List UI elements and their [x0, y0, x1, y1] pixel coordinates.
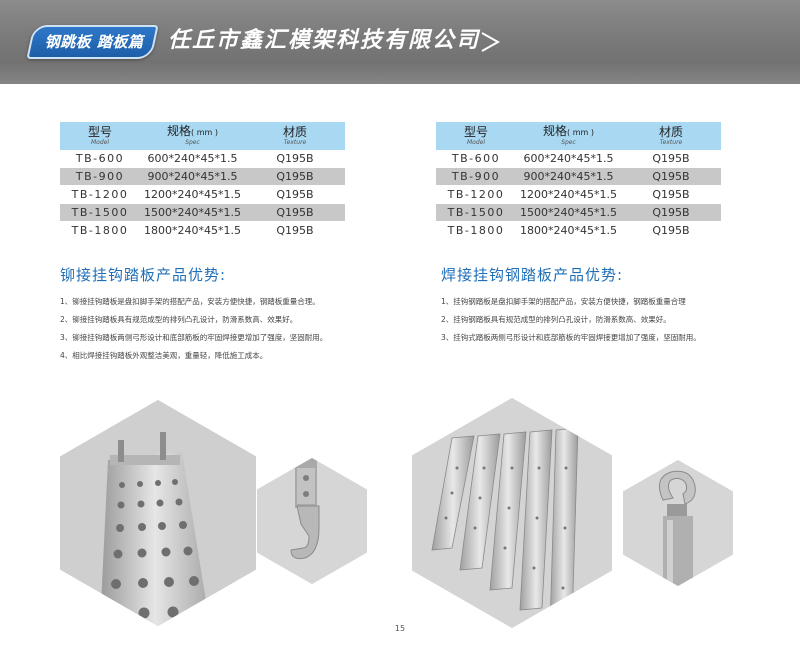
list-item: 2、挂钩钢踏板具有规范成型的排列凸孔设计，防滑系数高、效果好。: [441, 315, 671, 324]
welded-hook-drawing: [623, 460, 733, 586]
company-name: 任丘市鑫汇模架科技有限公司: [168, 28, 481, 53]
column-header-spec: 规格( mm ) Spec: [140, 122, 245, 150]
cell-model: TB-1800: [60, 221, 140, 240]
table-row: TB-600 600*240*45*1.5 Q195B: [436, 150, 721, 168]
table-header-row: 型号 Model 规格( mm ) Spec 材质 Texture: [436, 122, 721, 150]
list-item: 2、铆接挂钩踏板具有规范成型的排列凸孔设计，防滑系数高、效果好。: [60, 315, 298, 324]
header-model-en: Model: [90, 138, 109, 146]
column-header-texture: 材质 Texture: [245, 122, 345, 150]
cell-model: TB-1500: [436, 203, 516, 222]
table-row: TB-1200 1200*240*45*1.5 Q195B: [60, 185, 345, 204]
welded-hook-image: [623, 460, 733, 586]
riveted-plank-image: [60, 400, 256, 626]
chevron-right-icon: [481, 32, 501, 52]
list-item: 1、挂钩钢踏板是盘扣脚手架的搭配产品，安装方便快捷，钢踏板重量合理: [441, 297, 686, 306]
cell-texture: Q195B: [621, 150, 721, 168]
cell-texture: Q195B: [245, 185, 345, 204]
cell-texture: Q195B: [245, 150, 345, 168]
riveted-plank-drawing: [60, 400, 256, 626]
spec-table-riveted: 型号 Model 规格( mm ) Spec 材质 Texture TB-600…: [60, 122, 345, 240]
cell-spec: 1200*240*45*1.5: [140, 185, 245, 204]
cell-texture: Q195B: [245, 203, 345, 222]
table-row: TB-600 600*240*45*1.5 Q195B: [60, 150, 345, 168]
header-spec-cn: 规格: [543, 124, 568, 138]
table-row: TB-1200 1200*240*45*1.5 Q195B: [436, 185, 721, 204]
header-spec-cn-wrap: 规格( mm ): [516, 125, 621, 139]
cell-spec: 1800*240*45*1.5: [516, 221, 621, 240]
left-advantages-list: 1、铆接挂钩踏板是盘扣脚手架的搭配产品，安装方便快捷，钢踏板重量合理。 2、铆接…: [60, 295, 327, 367]
column-header-spec: 规格( mm ) Spec: [516, 122, 621, 150]
welded-planks-drawing: [412, 398, 612, 628]
list-item: 1、铆接挂钩踏板是盘扣脚手架的搭配产品，安装方便快捷，钢踏板重量合理。: [60, 297, 320, 306]
cell-texture: Q195B: [245, 221, 345, 240]
cell-spec: 600*240*45*1.5: [140, 150, 245, 168]
cell-texture: Q195B: [245, 167, 345, 186]
riveted-hook-image: [257, 458, 367, 584]
cell-model: TB-900: [436, 167, 516, 186]
table-row: TB-900 900*240*45*1.5 Q195B: [60, 167, 345, 186]
header-spec-cn-wrap: 规格( mm ): [140, 125, 245, 139]
right-advantages-title: 焊接挂钩钢踏板产品优势:: [441, 266, 624, 284]
column-header-model: 型号 Model: [436, 122, 516, 150]
cell-model: TB-1200: [436, 185, 516, 204]
cell-model: TB-900: [60, 167, 140, 186]
list-item: 3、铆接挂钩踏板两侧弓形设计和底部筋板的牢固焊接更增加了强度，坚固耐用。: [60, 333, 328, 342]
header-texture-en: Texture: [283, 138, 307, 146]
table-row: TB-1500 1500*240*45*1.5 Q195B: [60, 203, 345, 222]
cell-spec: 1500*240*45*1.5: [140, 203, 245, 222]
header-spec-unit: ( mm ): [191, 128, 218, 137]
cell-model: TB-1200: [60, 185, 140, 204]
column-header-texture: 材质 Texture: [621, 122, 721, 150]
cell-texture: Q195B: [621, 185, 721, 204]
header-texture-en: Texture: [659, 138, 683, 146]
table-row: TB-1800 1800*240*45*1.5 Q195B: [436, 221, 721, 240]
header-spec-unit: ( mm ): [567, 128, 594, 137]
cell-spec: 900*240*45*1.5: [516, 167, 621, 186]
cell-spec: 600*240*45*1.5: [516, 150, 621, 168]
cell-spec: 900*240*45*1.5: [140, 167, 245, 186]
category-tag: 钢跳板 踏板篇: [44, 33, 144, 51]
riveted-hook-drawing: [257, 458, 367, 584]
column-header-model: 型号 Model: [60, 122, 140, 150]
spec-table-welded: 型号 Model 规格( mm ) Spec 材质 Texture TB-600…: [436, 122, 721, 240]
cell-model: TB-600: [60, 150, 140, 168]
header-shine: [0, 62, 800, 84]
welded-planks-image: [412, 398, 612, 628]
left-advantages-title: 铆接挂钩踏板产品优势:: [60, 266, 227, 284]
cell-texture: Q195B: [621, 203, 721, 222]
cell-spec: 1800*240*45*1.5: [140, 221, 245, 240]
header-spec-en: Spec: [561, 139, 576, 146]
list-item: 4、相比焊接挂钩踏板外观整洁美观，重量轻，降低施工成本。: [60, 351, 268, 360]
table-row: TB-1500 1500*240*45*1.5 Q195B: [436, 203, 721, 222]
cell-texture: Q195B: [621, 167, 721, 186]
cell-model: TB-1800: [436, 221, 516, 240]
cell-model: TB-600: [436, 150, 516, 168]
header-texture-cn: 材质: [282, 124, 307, 139]
cell-texture: Q195B: [621, 221, 721, 240]
header-model-en: Model: [466, 138, 485, 146]
table-row: TB-900 900*240*45*1.5 Q195B: [436, 167, 721, 186]
table-row: TB-1800 1800*240*45*1.5 Q195B: [60, 221, 345, 240]
page-number: 15: [394, 624, 406, 633]
cell-spec: 1500*240*45*1.5: [516, 203, 621, 222]
header-spec-cn: 规格: [167, 124, 192, 138]
header-texture-cn: 材质: [658, 124, 683, 139]
cell-spec: 1200*240*45*1.5: [516, 185, 621, 204]
table-header-row: 型号 Model 规格( mm ) Spec 材质 Texture: [60, 122, 345, 150]
header-model-cn: 型号: [463, 124, 488, 139]
cell-model: TB-1500: [60, 203, 140, 222]
right-advantages-list: 1、挂钩钢踏板是盘扣脚手架的搭配产品，安装方便快捷，钢踏板重量合理 2、挂钩钢踏…: [441, 295, 701, 349]
list-item: 3、挂钩式踏板两侧弓形设计和底部筋板的牢固焊接更增加了强度，坚固耐用。: [441, 333, 701, 342]
header-model-cn: 型号: [87, 124, 112, 139]
header-spec-en: Spec: [185, 139, 200, 146]
